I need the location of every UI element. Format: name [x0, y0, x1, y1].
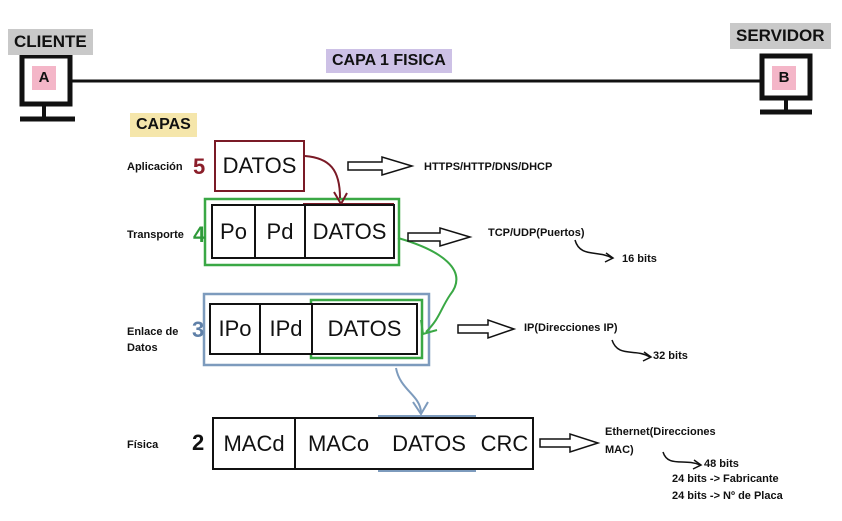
- layer-2-cell-data: DATOS: [392, 430, 466, 456]
- client-letter: A: [32, 66, 56, 90]
- layer-2-note-manufacturer: 24 bits -> Fabricante: [672, 473, 779, 485]
- application-data-frame: [214, 140, 305, 192]
- server-letter: B: [772, 66, 796, 90]
- layer-5-number: 5: [193, 154, 206, 179]
- layer-2-cell-crc: CRC: [480, 430, 529, 456]
- protocol-arrow-4: [407, 226, 473, 248]
- layer-2-number: 2: [192, 430, 205, 455]
- encap-arrow-4-3: [397, 237, 458, 333]
- layer-4-name: Transporte: [127, 229, 184, 241]
- layer-3-packet: IPo IPd DATOS: [209, 303, 418, 355]
- protocol-arrow-3: [457, 318, 517, 340]
- layer-2-protocol-line1: Ethernet(Direcciones: [605, 426, 716, 438]
- layer-2-cell-dest-mac: MACd: [214, 419, 296, 468]
- layer-2-frame: MACd MACo DATOS CRC: [212, 417, 534, 470]
- transport-frame: [203, 197, 401, 267]
- layer-3-name-line1: Enlace de: [127, 326, 179, 338]
- encap-arrow-5-4: [304, 155, 341, 199]
- layer-4-cell-data: DATOS: [312, 218, 387, 244]
- layer-3-name-line2: Datos: [127, 342, 158, 354]
- bits-arrow-4: [574, 239, 613, 259]
- layer-4-cell-dest-port: Pd: [256, 206, 306, 257]
- server-label: SERVIDOR: [730, 23, 831, 49]
- client-label: CLIENTE: [8, 29, 93, 55]
- layer-2-protocol-line2: MAC): [605, 444, 634, 456]
- layer-5-data-cell: DATOS: [222, 153, 297, 178]
- layer-3-bits: 32 bits: [653, 350, 688, 362]
- layer-4-protocol: TCP/UDP(Puertos): [488, 227, 585, 239]
- layer-3-cell-source-ip: IPo: [211, 305, 261, 353]
- layer-4-segment: Po Pd DATOS: [211, 204, 395, 259]
- layer-4-cell-source-port: Po: [213, 206, 256, 257]
- protocol-arrow-5: [347, 155, 415, 177]
- layer-2-name: Física: [127, 439, 159, 451]
- layer-2-bits: 48 bits: [704, 458, 739, 470]
- layer-3-cell-dest-ip: IPd: [261, 305, 313, 353]
- layer-3-number: 3: [192, 317, 205, 342]
- layer-5-protocol: HTTPS/HTTP/DNS/DHCP: [424, 161, 553, 173]
- layer-4-bits: 16 bits: [622, 253, 657, 265]
- bits-arrow-2: [662, 451, 701, 466]
- layer-4-number: 4: [193, 222, 206, 247]
- encap-arrow-3-2: [395, 367, 422, 413]
- layer-2-cell-source-mac: MACo: [307, 430, 370, 456]
- link-label: CAPA 1 FISICA: [326, 49, 452, 73]
- layer-3-cell-data: DATOS: [327, 316, 402, 341]
- protocol-arrow-2: [539, 432, 601, 454]
- layer-2-note-board-number: 24 bits -> Nº de Placa: [672, 490, 783, 502]
- layers-title: CAPAS: [130, 113, 197, 137]
- layer-5-name: Aplicación: [127, 161, 183, 173]
- layer-3-protocol: IP(Direcciones IP): [524, 322, 618, 334]
- bits-arrow-3: [611, 339, 651, 358]
